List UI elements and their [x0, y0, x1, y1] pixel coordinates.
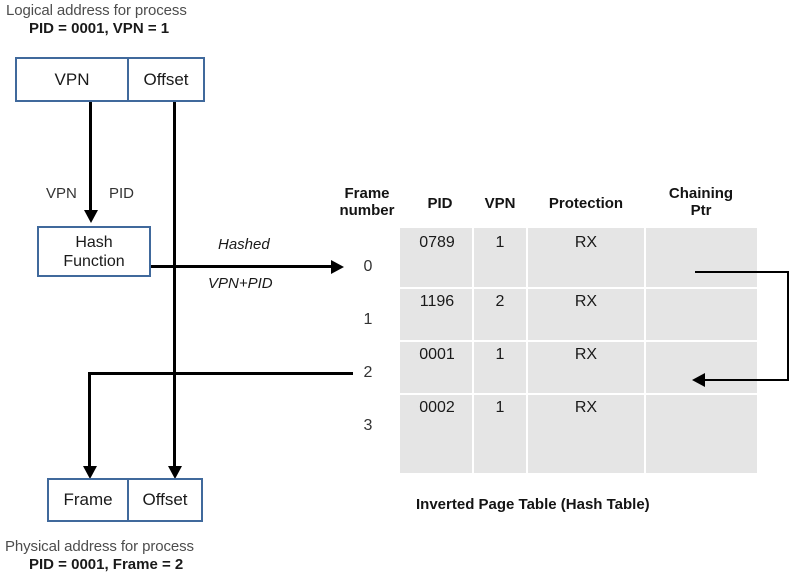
frame-result-vertical-line	[88, 372, 91, 466]
frame-number-1: 1	[363, 311, 373, 328]
hash-input-label-vpn: VPN	[46, 185, 77, 202]
physical-address-offset-field: Offset	[127, 480, 201, 520]
table-header-frame-number-line2: number	[339, 202, 395, 219]
frame-result-horizontal-line	[88, 372, 353, 375]
hash-input-label-pid: PID	[109, 185, 135, 202]
table-header-frame-number-line1: Frame	[344, 185, 390, 202]
table-row-divider-2	[400, 340, 757, 342]
table-column-divider-1	[472, 228, 474, 473]
table-row: 2	[495, 293, 505, 310]
hash-function-box: Hash Function	[37, 226, 151, 277]
table-header-chaining-ptr-line1: Chaining	[668, 185, 734, 202]
table-row: RX	[574, 399, 598, 416]
offset-passthrough-arrowhead	[168, 466, 182, 479]
hash-function-label-line2: Function	[63, 252, 125, 270]
table-header-pid: PID	[408, 195, 472, 212]
logical-address-box: VPN Offset	[15, 57, 205, 102]
chaining-pointer-right-line	[787, 271, 789, 381]
table-header-vpn: VPN	[474, 195, 526, 212]
table-header-protection: Protection	[528, 195, 644, 212]
table-header-chaining-ptr-line2: Ptr	[690, 202, 712, 219]
table-row: 0789	[419, 234, 455, 251]
chaining-pointer-top-line	[695, 271, 789, 273]
frame-number-2: 2	[363, 364, 373, 381]
table-row: 1	[495, 234, 505, 251]
inverted-page-table-title: Inverted Page Table (Hash Table)	[416, 496, 650, 513]
table-row: 1	[495, 399, 505, 416]
table-row: RX	[574, 234, 598, 251]
logical-address-caption-line1: Logical address for process	[6, 2, 187, 19]
physical-address-caption-line2: PID = 0001, Frame = 2	[29, 556, 184, 573]
physical-address-box: Frame Offset	[47, 478, 203, 522]
hash-function-label-line1: Hash	[75, 233, 113, 251]
table-column-divider-2	[526, 228, 528, 473]
table-header-pid-label: PID	[427, 195, 453, 212]
offset-passthrough-line	[173, 102, 176, 473]
vpn-to-hash-arrowhead	[84, 210, 98, 223]
hashed-output-label-line1: Hashed	[218, 236, 270, 253]
table-row: 1196	[419, 293, 455, 310]
logical-address-caption-line2: PID = 0001, VPN = 1	[29, 20, 170, 37]
chaining-pointer-bottom-line	[705, 379, 789, 381]
physical-address-frame-field: Frame	[63, 490, 113, 509]
table-row: RX	[574, 293, 598, 310]
vpn-to-hash-line	[89, 102, 92, 212]
table-row: 1	[495, 346, 505, 363]
inverted-page-table-grid	[400, 228, 757, 473]
logical-address-vpn-field: VPN	[54, 69, 90, 89]
hashed-output-label-line2: VPN+PID	[208, 275, 273, 292]
physical-address-caption-line1: Physical address for process	[5, 538, 194, 555]
table-row: 0002	[419, 399, 455, 416]
table-header-frame-number: Frame number	[328, 185, 406, 219]
table-header-chaining-ptr: Chaining Ptr	[646, 185, 756, 219]
logical-address-offset-field: Offset	[127, 59, 203, 100]
frame-number-3: 3	[363, 417, 373, 434]
table-row: 0001	[419, 346, 455, 363]
table-column-divider-3	[644, 228, 646, 473]
table-header-protection-label: Protection	[548, 195, 624, 212]
hashed-output-line	[151, 265, 333, 268]
table-header-vpn-label: VPN	[484, 195, 516, 212]
table-row-divider-3	[400, 393, 757, 395]
frame-result-arrowhead	[83, 466, 97, 479]
frame-number-0: 0	[363, 258, 373, 275]
chaining-pointer-arrowhead	[692, 373, 705, 387]
hashed-output-arrowhead	[331, 260, 344, 274]
table-row: RX	[574, 346, 598, 363]
table-row-divider-1	[400, 287, 757, 289]
